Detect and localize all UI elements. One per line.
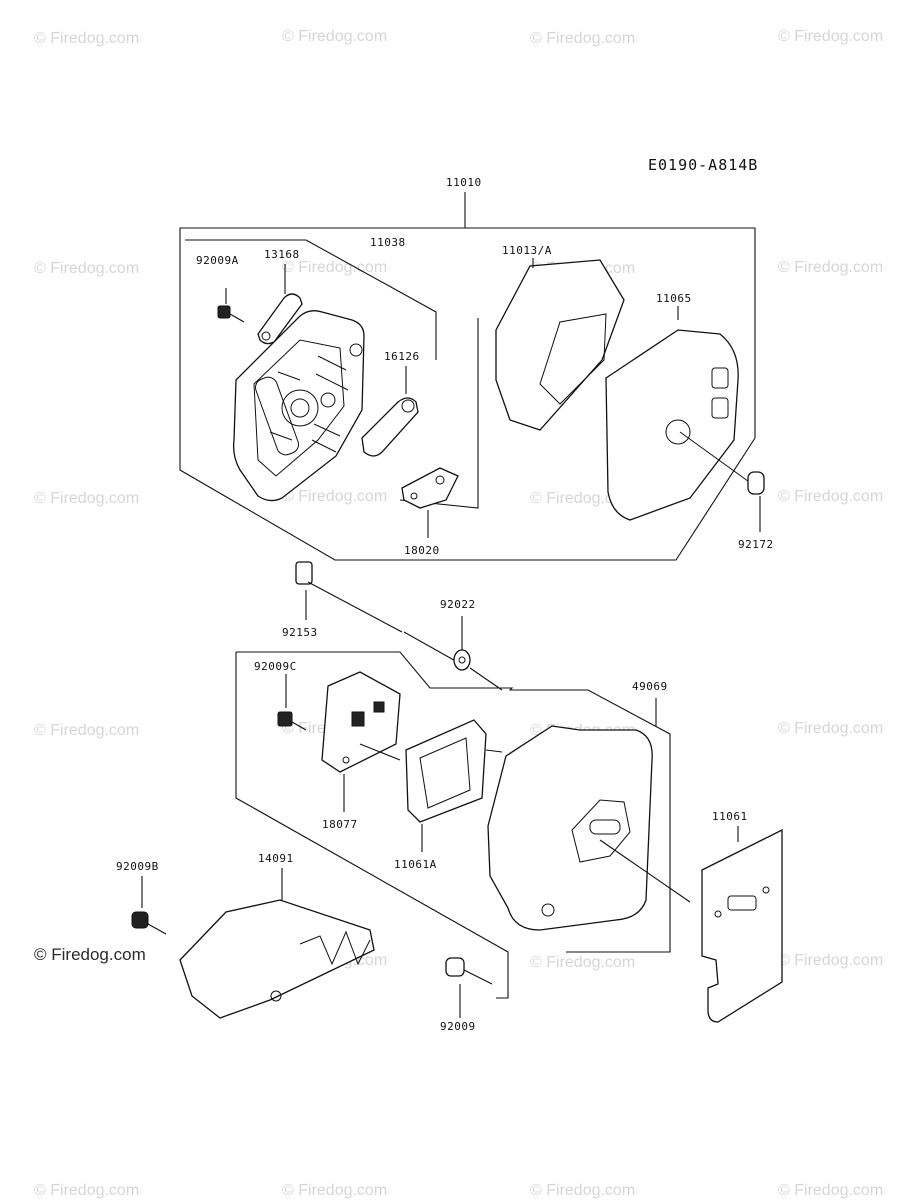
watermark: © Firedog.com (778, 1182, 883, 1199)
part-label-18020: 18020 (404, 544, 440, 557)
watermark: © Firedog.com (778, 488, 883, 505)
filter-element-11013A (495, 258, 625, 431)
screw-92009 (445, 957, 493, 1018)
screw-92009A (217, 288, 245, 323)
part-label-49069: 49069 (632, 680, 668, 693)
part-label-11010: 11010 (446, 176, 482, 189)
part-label-11013A: 11013/A (502, 244, 552, 257)
part-label-92009B: 92009B (116, 860, 159, 873)
part-label-16126: 16126 (384, 350, 420, 363)
part-label-11065: 11065 (656, 292, 692, 305)
air-cleaner-base-11038 (232, 310, 365, 502)
part-label-92172: 92172 (738, 538, 774, 551)
watermark: © Firedog.com (34, 260, 139, 277)
air-cleaner-cover-11065 (605, 306, 753, 521)
gasket-11061A (359, 719, 503, 852)
watermark: © Firedog.com (282, 488, 387, 505)
plate-18077 (321, 671, 401, 812)
part-label-92009A: 92009A (196, 254, 239, 267)
watermark: © Firedog.com (530, 30, 635, 47)
watermark: © Firedog.com (778, 952, 883, 969)
muffler-49069 (487, 698, 691, 931)
watermark: © Firedog.com (778, 720, 883, 737)
watermark: © Firedog.com (34, 722, 139, 739)
watermark: © Firedog.com (530, 954, 635, 971)
watermark-dark: © Firedog.com (34, 945, 146, 964)
watermark: © Firedog.com (778, 28, 883, 45)
watermark: © Firedog.com (530, 1182, 635, 1199)
reference-code: E0190-A814B (648, 156, 758, 174)
screw-92172 (747, 471, 765, 532)
part-label-14091: 14091 (258, 852, 294, 865)
screw-92009C (277, 674, 307, 731)
part-label-13168: 13168 (264, 248, 300, 261)
part-label-18077: 18077 (322, 818, 358, 831)
watermark: © Firedog.com (34, 1182, 139, 1199)
part-label-11061A: 11061A (394, 858, 437, 871)
watermark: © Firedog.com (778, 259, 883, 276)
screw-92009B (131, 876, 167, 935)
watermark: © Firedog.com (34, 30, 139, 47)
watermark: © Firedog.com (282, 259, 387, 276)
part-label-92153: 92153 (282, 626, 318, 639)
muffler-cover-14091 (179, 868, 375, 1019)
part-labels: 11010 92009A 13168 11038 11013/A 11065 1… (116, 176, 774, 1033)
air-cleaner-assembly (179, 192, 765, 561)
bracket-18020 (401, 467, 459, 538)
lever-13168 (257, 264, 303, 345)
watermark: © Firedog.com (282, 28, 387, 45)
watermark: © Firedog.com (34, 490, 139, 507)
choke-16126 (361, 366, 419, 457)
part-label-92009: 92009 (440, 1020, 476, 1033)
part-label-92009C: 92009C (254, 660, 297, 673)
gasket-11061 (701, 826, 783, 1023)
watermark: © Firedog.com (282, 1182, 387, 1199)
washer-92022 (453, 616, 503, 691)
part-label-92022: 92022 (440, 598, 476, 611)
muffler-assembly (131, 561, 783, 1023)
part-label-11061: 11061 (712, 810, 748, 823)
part-label-11038: 11038 (370, 236, 406, 249)
